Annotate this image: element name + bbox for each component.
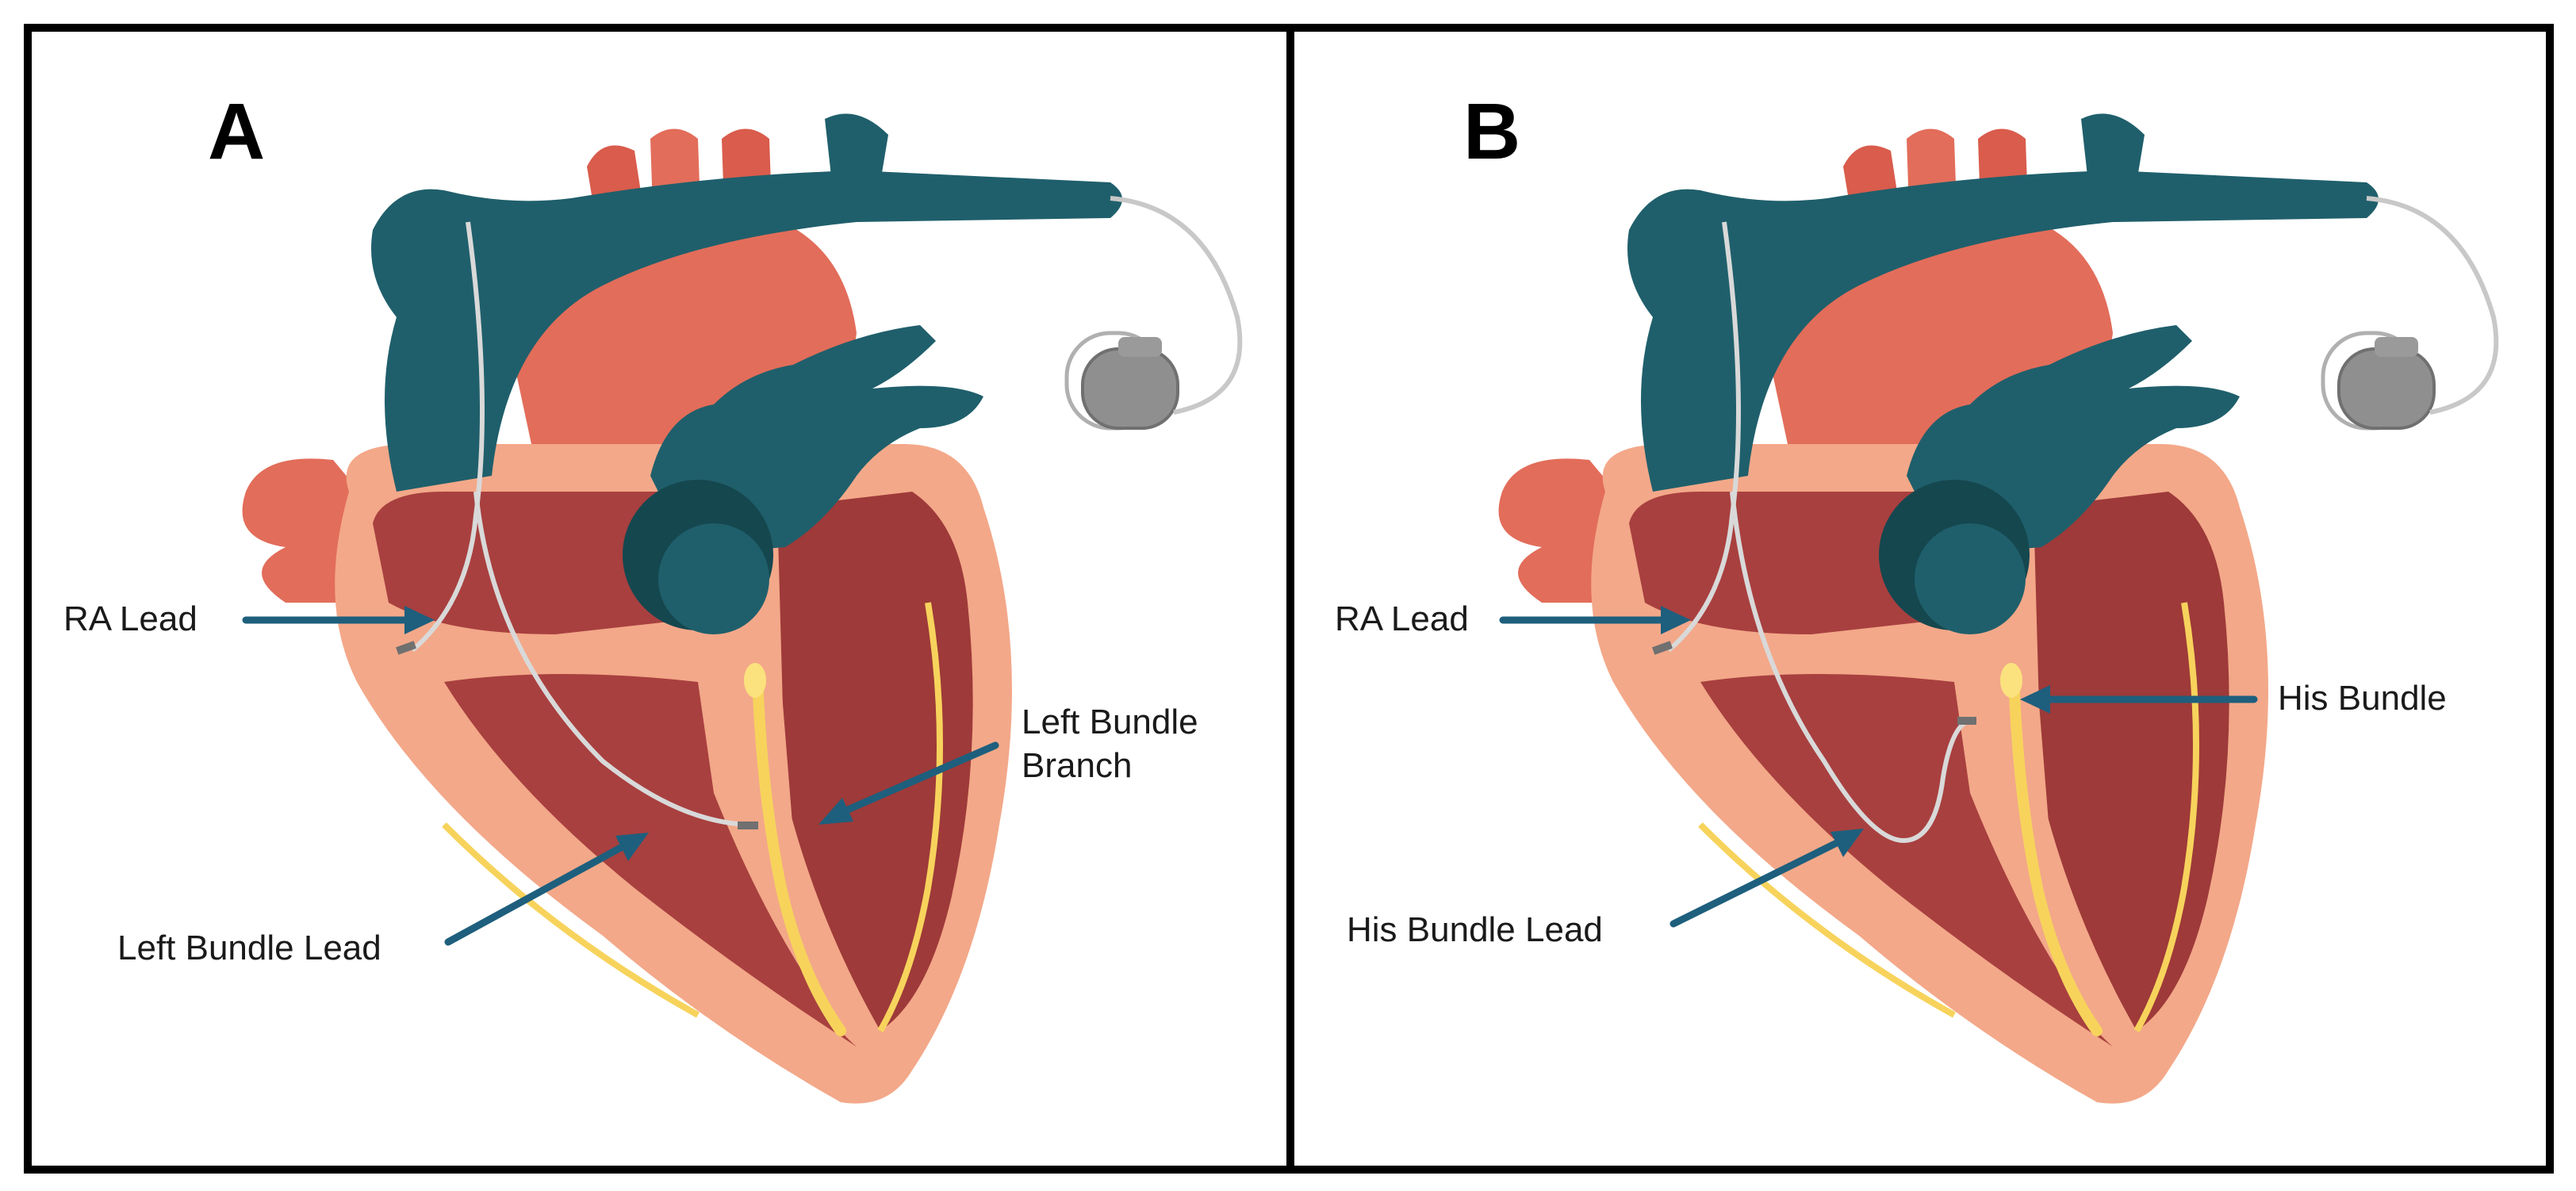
label-left-bundle-branch-line1: Left Bundle [1022,703,1198,741]
label-his-bundle-lead: His Bundle Lead [1347,910,1603,949]
frame-panel-b [1286,24,2554,1174]
label-left-bundle-lead: Left Bundle Lead [117,929,381,967]
panel-letter-b: B [1463,87,1520,176]
label-ra-lead-a: RA Lead [63,599,197,638]
label-left-bundle-branch-line2: Branch [1022,746,1132,785]
panel-a: A RA Lead Left Bundle Branch Left Bundle… [63,87,1240,1104]
panel-b: B RA Lead His Bundle His Bundle Lead [1335,87,2496,1104]
label-ra-lead-b: RA Lead [1335,599,1469,638]
panel-letter-a: A [208,87,265,176]
label-his-bundle: His Bundle [2278,679,2447,718]
